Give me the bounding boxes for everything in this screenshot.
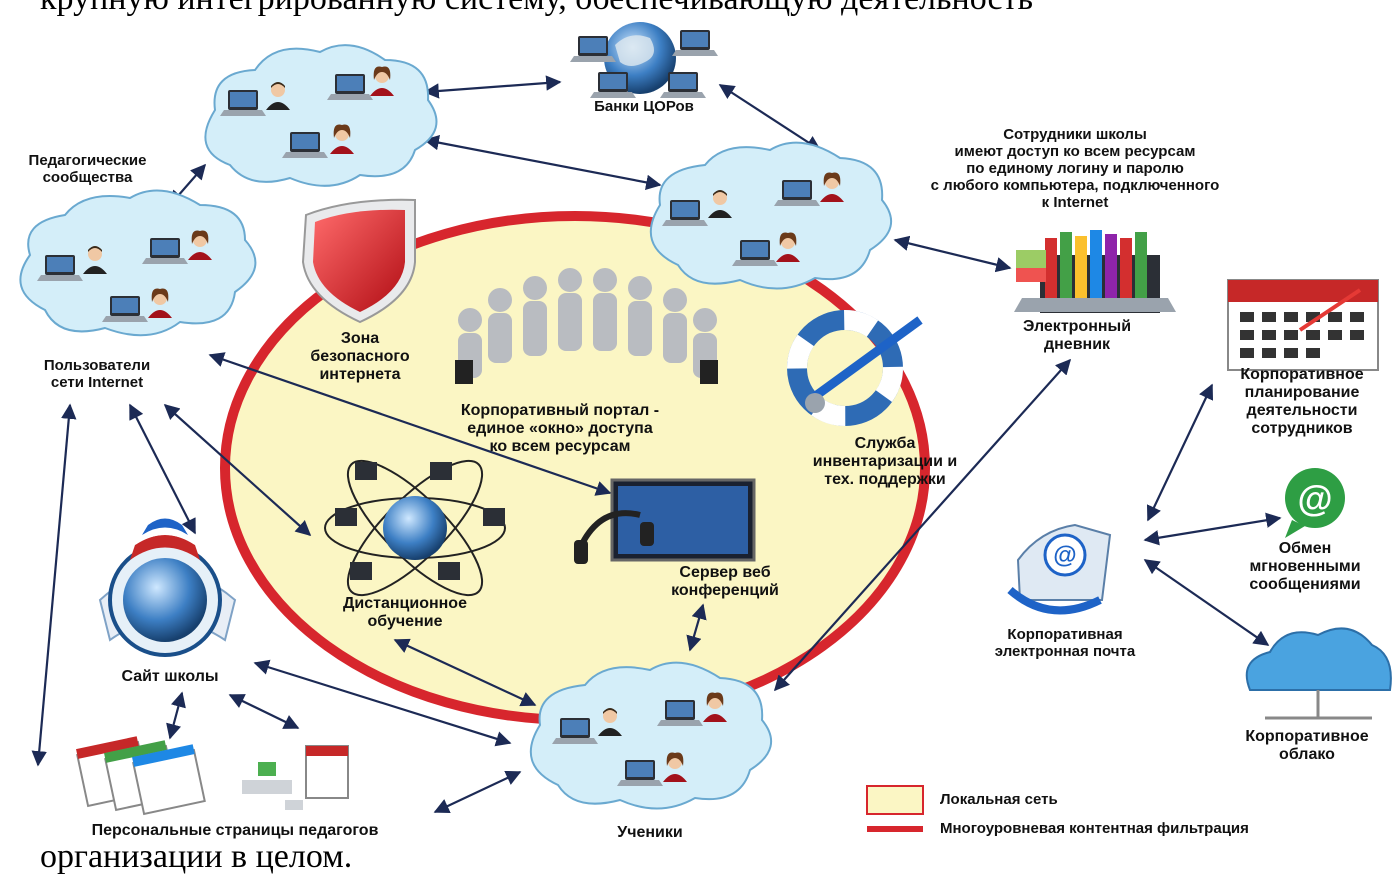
people-group-icon xyxy=(455,268,718,384)
cloud-icon xyxy=(1245,627,1392,720)
lifebuoy-icon xyxy=(787,310,923,426)
legend-filtering: Многоуровневая контентная фильтрация xyxy=(940,820,1249,837)
label-portal: Корпоративный портал - единое «окно» дос… xyxy=(460,402,660,455)
label-distance: Дистанционное обучение xyxy=(343,595,467,630)
label-diary: Электронный дневник xyxy=(1022,318,1132,353)
label-messaging: Обмен мгновенными сообщениями xyxy=(1249,540,1361,593)
calendar-icon xyxy=(1227,279,1379,371)
cloud-pedagogical xyxy=(204,44,438,187)
label-banks: Банки ЦОРов xyxy=(594,98,694,115)
cloud-internet-users xyxy=(19,189,257,337)
monitor-headset-icon xyxy=(574,478,756,564)
label-cloud: Корпоративное облако xyxy=(1245,728,1369,763)
label-planning: Корпоративное планирование деятельности … xyxy=(1240,366,1364,437)
shield-icon xyxy=(301,198,416,324)
svg-text:@: @ xyxy=(1297,478,1332,519)
label-students: Ученики xyxy=(617,824,683,841)
label-internet-users: Пользователи сети Internet xyxy=(43,357,151,391)
globe-icon xyxy=(570,22,718,98)
school-emblem-icon xyxy=(98,518,237,657)
legend-swatch-local-network xyxy=(866,785,924,815)
label-site: Сайт школы xyxy=(121,668,219,685)
label-email: Корпоративная электронная почта xyxy=(994,626,1136,660)
cloud-staff xyxy=(649,141,892,290)
personal-pages-icon xyxy=(76,736,349,816)
label-inventory: Служба инвентаризации и тех. поддержки xyxy=(812,435,958,488)
label-staff: Сотрудники школы имеют доступ ко всем ре… xyxy=(930,126,1220,211)
connection-arrows xyxy=(31,75,1282,814)
network-globe-icon xyxy=(324,459,506,597)
svg-text:@: @ xyxy=(1053,542,1076,569)
document-text-top: крупную интегрированную систему, обеспеч… xyxy=(40,0,1033,18)
legend-local-network: Локальная сеть xyxy=(940,791,1058,808)
books-laptop-icon xyxy=(1014,230,1176,313)
label-safe-zone: Зона безопасного интернета xyxy=(310,330,410,383)
email-icon: @ xyxy=(1007,523,1112,615)
document-text-bottom: организации в целом. xyxy=(40,838,353,875)
label-webconf: Сервер веб конференций xyxy=(671,564,779,599)
label-personal-pages: Персональные страницы педагогов xyxy=(91,822,379,839)
cloud-students xyxy=(529,661,772,810)
label-pedagogical: Педагогические сообщества xyxy=(28,152,147,186)
legend-swatch-filtering xyxy=(867,826,923,832)
chat-at-icon: @ xyxy=(1285,468,1345,538)
